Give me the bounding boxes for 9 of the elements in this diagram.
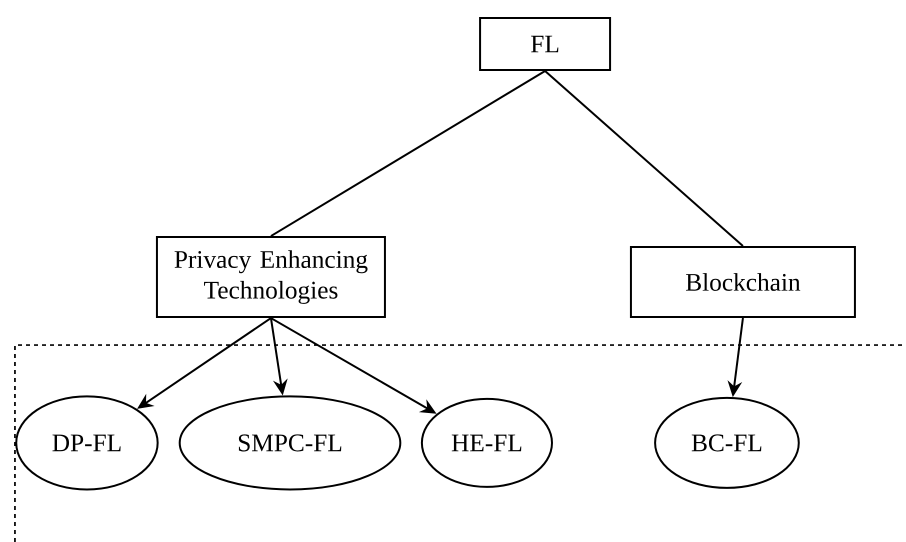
connector-line	[270, 70, 546, 237]
ellipse-node: HE-FL	[420, 398, 553, 488]
ellipse-node: SMPC-FL	[178, 395, 402, 490]
process-box: Privacy Enhancing Technologies	[156, 236, 386, 318]
connector-line	[544, 70, 744, 247]
process-box: FL	[479, 17, 612, 71]
process-box: Blockchain	[630, 246, 856, 318]
ellipse-node: BC-FL	[654, 396, 800, 489]
ellipse-node: DP-FL	[15, 395, 159, 490]
